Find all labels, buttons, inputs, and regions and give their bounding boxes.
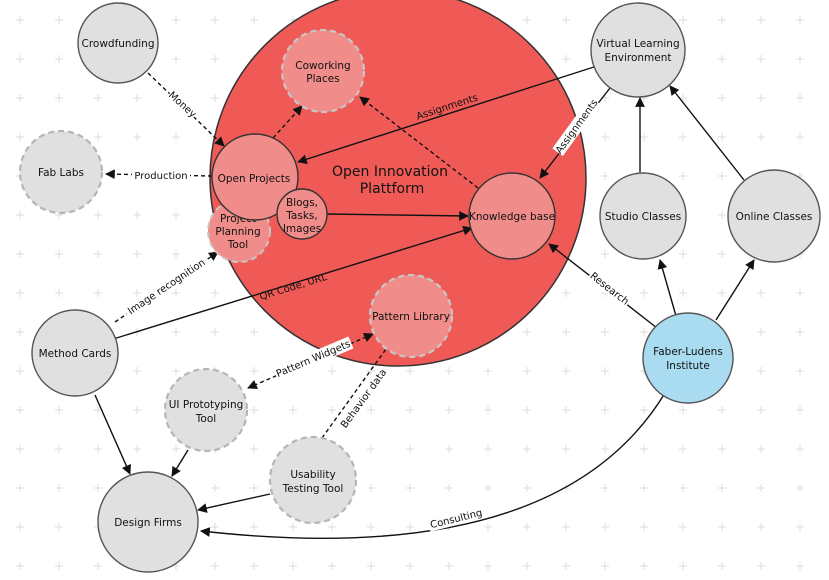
- node-crowdfunding-label: Crowdfunding: [81, 38, 154, 50]
- node-faber-label-1: Faber-Ludens: [653, 346, 723, 358]
- node-project-planning-label-2: Planning: [215, 226, 260, 238]
- edge-faber-online: [715, 259, 755, 321]
- node-ui-prototyping-tool: UI Prototyping Tool: [163, 367, 249, 453]
- edge-label-behavior-data: Behavior data: [339, 367, 389, 430]
- node-open-projects-label: Open Projects: [218, 173, 291, 185]
- edge-label-research: Research: [588, 271, 631, 308]
- node-usability-testing-tool: Usability Testing Tool: [268, 435, 358, 525]
- node-usability-label-2: Testing Tool: [282, 483, 344, 495]
- node-fab-labs: Fab Labs: [18, 129, 104, 215]
- node-design-firms: Design Firms: [97, 471, 199, 573]
- node-knowledge-base: Knowledge base: [468, 172, 556, 260]
- node-faber-ludens-institute: Faber-Ludens Institute: [642, 312, 734, 404]
- edge-blogs-knowledge: [326, 210, 469, 221]
- node-method-cards-label: Method Cards: [39, 348, 112, 360]
- node-virtual-learning-environment: Virtual Learning Environment: [590, 2, 686, 98]
- node-studio-classes: Studio Classes: [599, 172, 687, 260]
- node-pattern-library-label: Pattern Library: [372, 311, 450, 323]
- node-blogs-label-3: Images: [283, 223, 321, 235]
- node-crowdfunding: Crowdfunding: [77, 2, 159, 84]
- node-coworking-places: Coworking Places: [280, 28, 366, 114]
- node-knowledge-base-label: Knowledge base: [469, 211, 555, 223]
- edge-ui-design: [171, 449, 189, 477]
- node-design-firms-label: Design Firms: [114, 517, 182, 529]
- node-ui-proto-label-1: UI Prototyping: [169, 399, 244, 411]
- edge-consulting: [200, 392, 666, 539]
- node-faber-label-2: Institute: [666, 360, 710, 372]
- node-online-classes-label: Online Classes: [736, 211, 813, 223]
- node-ui-proto-label-2: Tool: [195, 413, 216, 425]
- node-usability-label-1: Usability: [290, 469, 335, 481]
- node-vle-label-2: Environment: [604, 52, 671, 64]
- node-blogs-tasks-images: Blogs, Tasks, Images: [276, 188, 328, 240]
- edge-label-production: Production: [134, 171, 187, 182]
- edge-online-vle: [669, 85, 745, 181]
- node-coworking-label-2: Places: [306, 73, 339, 85]
- node-vle-label-1: Virtual Learning: [596, 38, 679, 50]
- edge-qr-code: [109, 225, 473, 341]
- edge-open-projects-coworking: [272, 105, 303, 139]
- edge-faber-studio: [657, 259, 677, 317]
- edge-production: [105, 169, 213, 180]
- node-blogs-label-2: Tasks,: [285, 210, 317, 222]
- edge-knowledge-coworking: [359, 96, 479, 189]
- edge-assignments-open-projects: [297, 65, 598, 164]
- edge-label-image-recognition: Image recognition: [126, 257, 207, 317]
- node-fab-labs-label: Fab Labs: [38, 167, 84, 179]
- edge-label-consulting: Consulting: [429, 508, 483, 532]
- platform-title-line1: Open Innovation: [332, 164, 448, 180]
- edge-pattern-widgets: [247, 332, 374, 390]
- edge-method-design: [94, 394, 131, 475]
- node-project-planning-label-3: Tool: [227, 239, 248, 251]
- node-pattern-library: Pattern Library: [368, 273, 454, 359]
- node-coworking-label-1: Coworking: [295, 60, 350, 72]
- edge-label-money: Money: [166, 90, 198, 120]
- node-method-cards: Method Cards: [31, 309, 119, 397]
- node-online-classes: Online Classes: [727, 169, 821, 263]
- node-blogs-label-1: Blogs,: [286, 197, 318, 209]
- platform-title-line2: Plattform: [360, 181, 425, 197]
- node-open-projects: Open Projects: [211, 133, 299, 221]
- edge-usability-design: [197, 493, 271, 513]
- node-studio-classes-label: Studio Classes: [605, 211, 681, 223]
